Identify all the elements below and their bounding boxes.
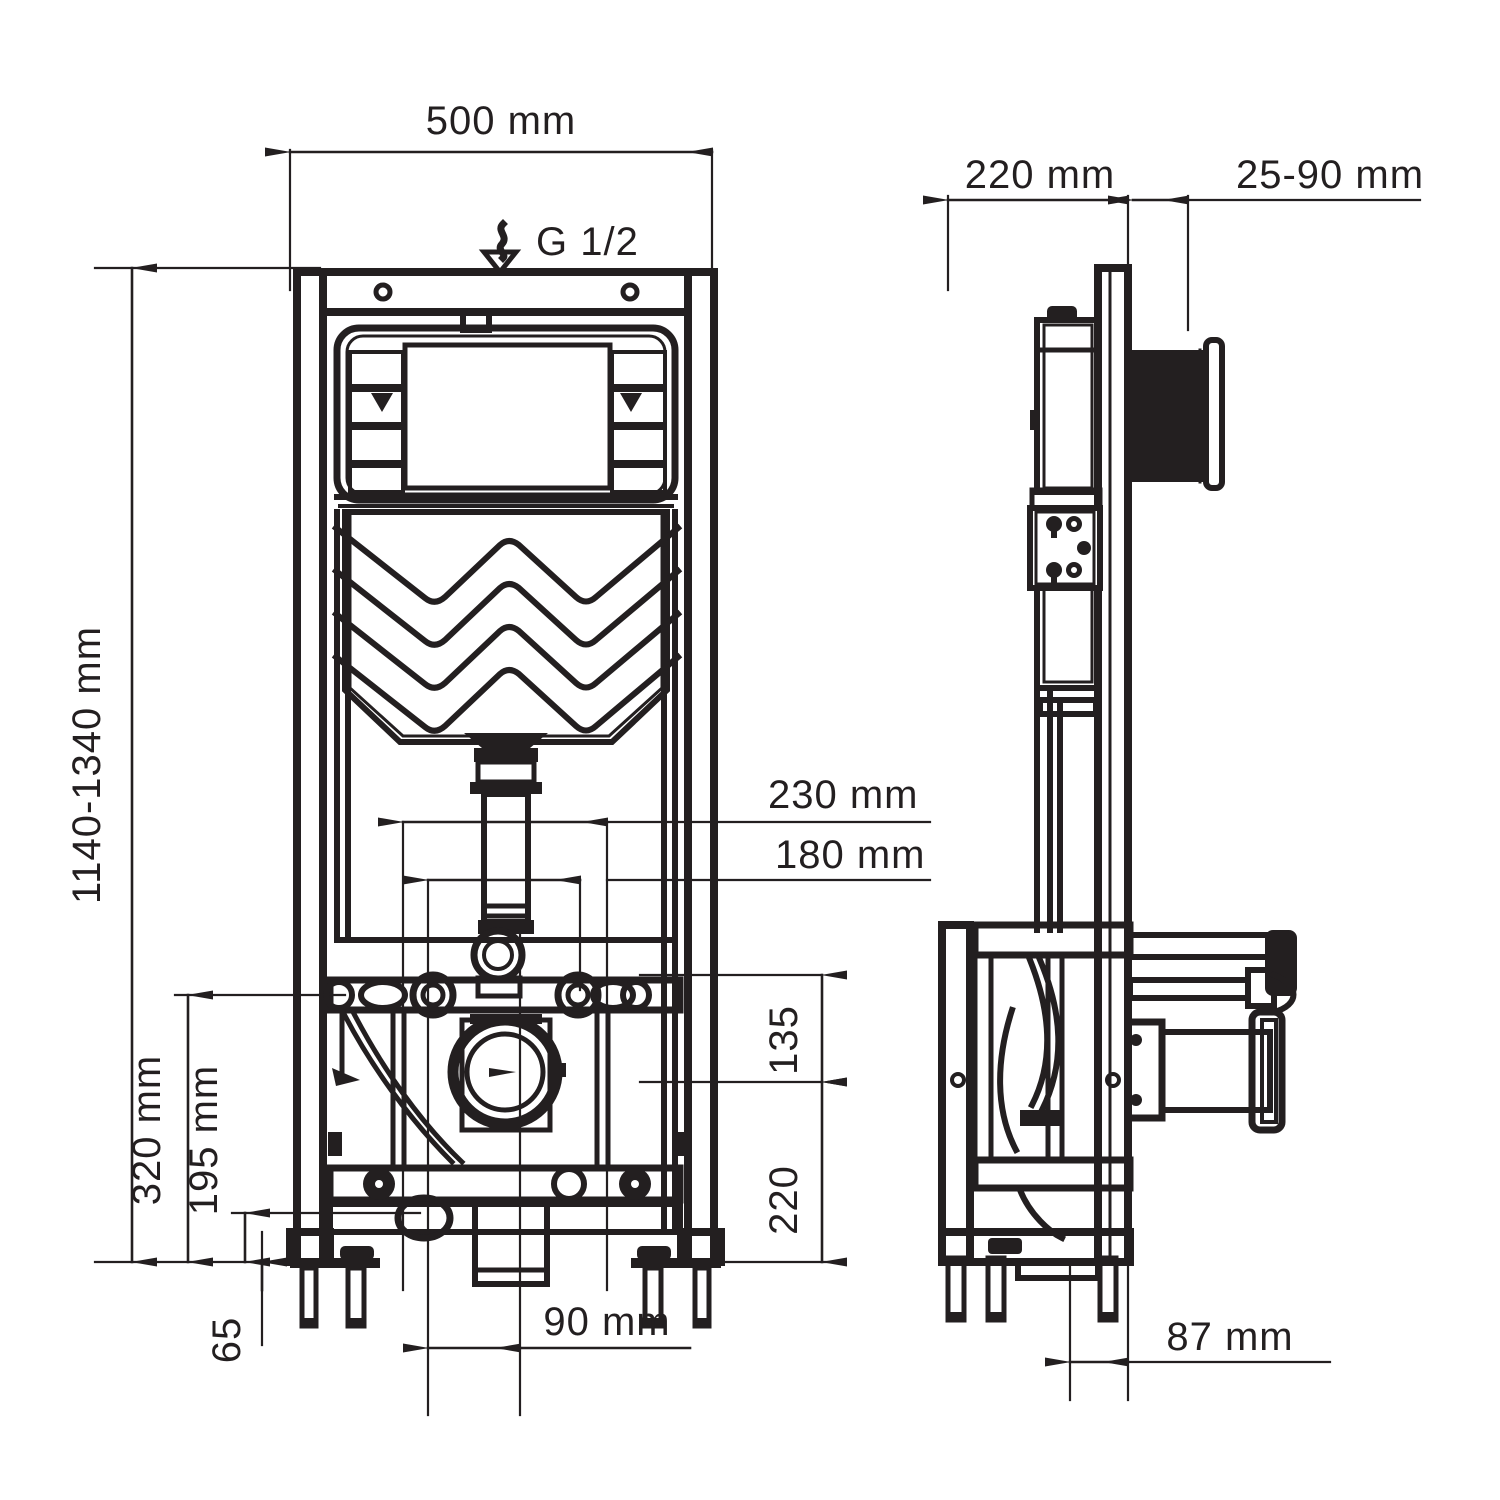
cistern-chevrons [331, 523, 683, 734]
dimension-labels: 500 mm 1140-1340 mm 320 mm 195 mm 65 230… [65, 99, 1424, 1364]
side-middle-rails [1034, 687, 1099, 933]
label-frame-depth: 220 mm [965, 153, 1116, 197]
label-drain-height: 195 mm [182, 1065, 226, 1216]
label-outlet-outer: 230 mm [768, 773, 919, 817]
flush-buttons-left [348, 350, 405, 494]
front-dimension-lines [130, 147, 847, 1353]
top-cross-member [319, 268, 692, 316]
flush-plate-assembly [333, 310, 679, 508]
label-wall-offset: 25-90 mm [1236, 153, 1424, 197]
base-and-feet [286, 1228, 725, 1329]
side-supply-tube [1127, 930, 1297, 1016]
flush-pipe [478, 791, 534, 934]
drain-access [327, 1194, 683, 1287]
label-outlet-depth: 87 mm [1166, 1315, 1293, 1359]
frame-uprights [293, 268, 718, 1266]
side-cistern [1029, 306, 1103, 691]
label-foot-height: 65 [205, 1317, 249, 1364]
inner-frame-rails [334, 509, 678, 1235]
label-side-upper-height: 135 [762, 1005, 806, 1075]
flush-marker-left-icon [371, 393, 393, 412]
side-view [923, 194, 1422, 1402]
label-front-height: 1140-1340 mm [65, 626, 109, 904]
side-feet [945, 1238, 1119, 1323]
keyhole-slots-icon [1046, 516, 1091, 584]
waste-outlet [447, 1014, 566, 1133]
side-waste-bend [997, 956, 1067, 1243]
label-bolt-height: 320 mm [125, 1055, 169, 1206]
label-front-width: 500 mm [426, 99, 577, 143]
label-outlet-offset: 90 mm [543, 1300, 670, 1344]
side-flush-opening [1128, 337, 1225, 491]
bolt-rail [323, 927, 684, 1019]
adjustable-feet [290, 1246, 721, 1329]
flush-marker-right-icon [620, 393, 642, 412]
side-bracket-plate [1027, 505, 1103, 591]
internal-bracing [328, 1006, 688, 1166]
side-dimension-lines [923, 195, 1190, 1367]
water-inlet-symbol-icon [478, 219, 522, 277]
front-view [93, 147, 932, 1417]
flush-buttons-right [610, 350, 667, 494]
label-inlet-thread: G 1/2 [536, 220, 639, 264]
cistern-body [331, 509, 683, 794]
label-outlet-inner: 180 mm [775, 833, 926, 877]
lower-cross-rail [326, 1164, 684, 1204]
side-waste-outlet [1124, 1008, 1286, 1134]
label-side-lower-height: 220 [762, 1165, 806, 1235]
side-wall-rail [1094, 264, 1132, 1266]
